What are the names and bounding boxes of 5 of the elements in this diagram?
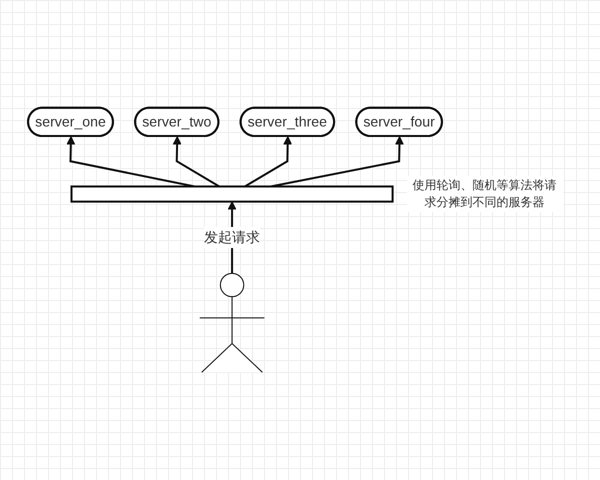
edge-label: 发起请求 [204, 228, 260, 246]
arrow [244, 136, 292, 188]
node-bar [70, 185, 394, 203]
arrow [172, 136, 220, 188]
note-text: 使用轮询、随机等算法将请求分摊到不同的服务器 [406, 176, 563, 212]
